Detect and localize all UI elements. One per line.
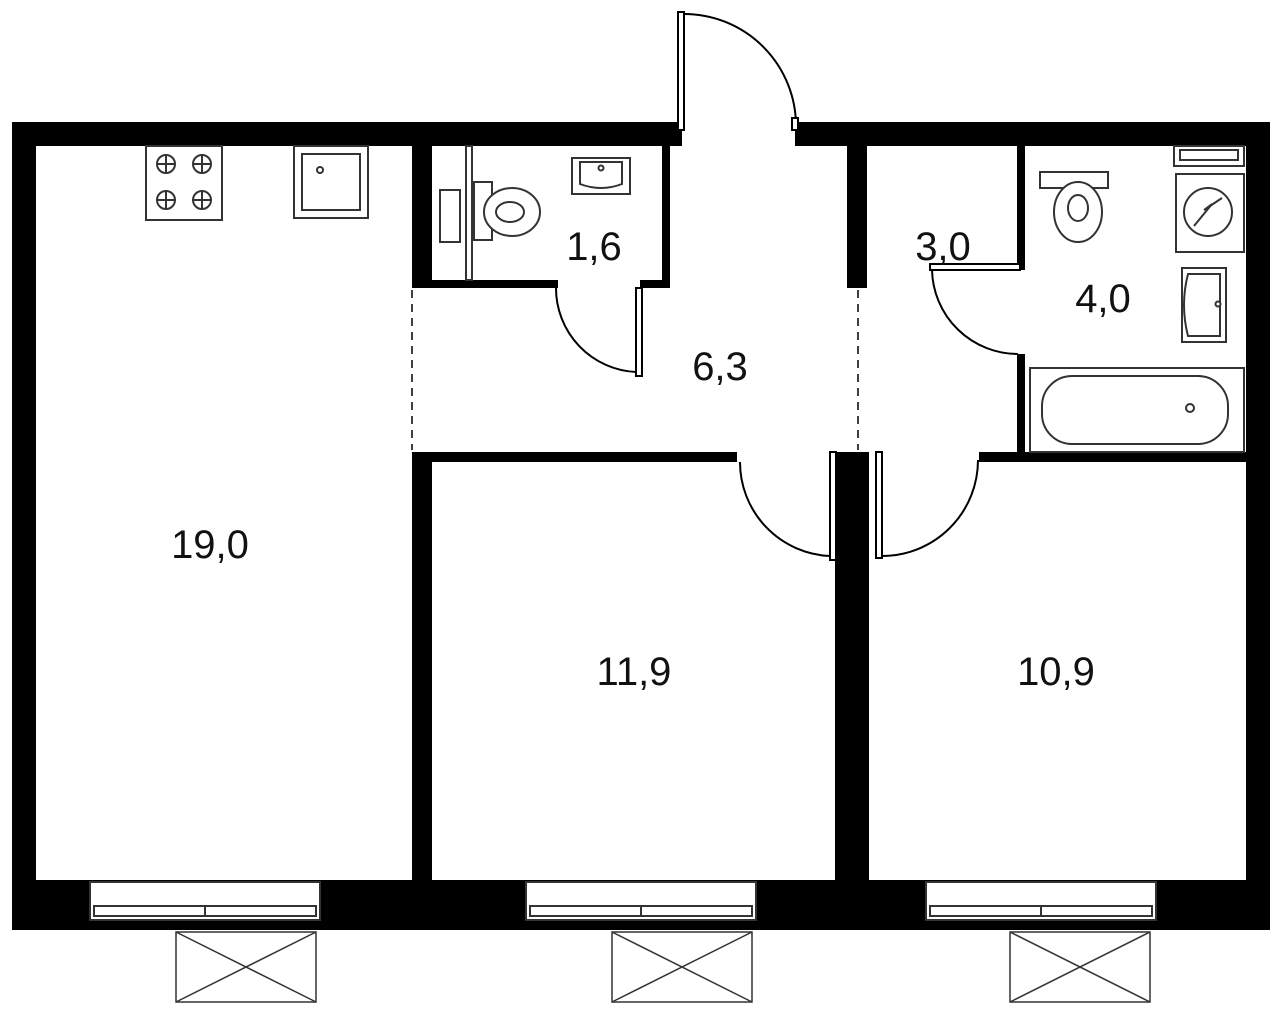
bedroom-right-door[interactable] bbox=[875, 451, 979, 559]
outer-wall-right bbox=[1246, 122, 1270, 930]
area-wc: 1,6 bbox=[566, 225, 622, 269]
window-icon bbox=[925, 881, 1157, 921]
wc-shelf bbox=[465, 145, 473, 281]
balcony-icon bbox=[175, 931, 317, 1003]
balcony-icon bbox=[611, 931, 753, 1003]
dashed-openings bbox=[411, 290, 859, 450]
window-icon bbox=[525, 881, 757, 921]
wall-bedrooms-divider bbox=[835, 452, 869, 880]
boiler-icon bbox=[1173, 145, 1245, 253]
wall-entrance-left bbox=[847, 146, 867, 288]
area-entrance: 3,0 bbox=[915, 225, 971, 269]
wc-cistern bbox=[439, 189, 461, 243]
bedroom-middle-door[interactable] bbox=[738, 451, 837, 561]
wall-kitchen-upper bbox=[412, 146, 432, 288]
outer-wall-left bbox=[12, 122, 36, 930]
wall-bathroom-left-upper bbox=[1017, 146, 1025, 270]
windows bbox=[89, 881, 1157, 921]
wall-bathroom-left-lower bbox=[1017, 354, 1025, 460]
area-bathroom: 4,0 bbox=[1075, 277, 1131, 321]
area-bedroom-middle: 11,9 bbox=[597, 650, 672, 694]
wc-fixtures bbox=[439, 145, 631, 281]
toilet-icon bbox=[1039, 171, 1109, 243]
doors bbox=[554, 11, 1021, 561]
wall-wc-bottom-left bbox=[412, 280, 558, 288]
kitchen-sink-icon bbox=[293, 145, 369, 219]
balcony-icon bbox=[1009, 931, 1151, 1003]
washbasin-icon bbox=[1181, 267, 1227, 343]
washbasin-icon bbox=[571, 157, 631, 195]
window-icon bbox=[89, 881, 321, 921]
stove-icon bbox=[145, 145, 223, 221]
area-bedroom-right: 10,9 bbox=[1017, 650, 1095, 694]
wc-door[interactable] bbox=[554, 287, 643, 377]
wall-wc-bottom-right bbox=[640, 280, 670, 288]
balconies bbox=[175, 931, 1151, 1003]
bathroom-fixtures bbox=[1029, 145, 1245, 453]
area-kitchen-living: 19,0 bbox=[171, 523, 249, 567]
wall-bedroom-middle-top bbox=[412, 452, 737, 462]
wall-kitchen-lower bbox=[412, 452, 432, 880]
entrance-door[interactable] bbox=[677, 11, 799, 131]
area-hallway: 6,3 bbox=[692, 345, 748, 389]
outer-wall-top-left bbox=[12, 122, 682, 146]
bathroom-door[interactable] bbox=[929, 263, 1021, 355]
toilet-icon bbox=[473, 181, 541, 241]
bathtub-icon bbox=[1029, 367, 1245, 453]
room-labels: 19,0 1,6 6,3 3,0 4,0 11,9 10,9 bbox=[171, 225, 1131, 694]
outer-wall-top-right bbox=[795, 122, 1270, 146]
wall-wc-right bbox=[662, 146, 670, 288]
wall-bedroom-right-top bbox=[979, 452, 1246, 462]
